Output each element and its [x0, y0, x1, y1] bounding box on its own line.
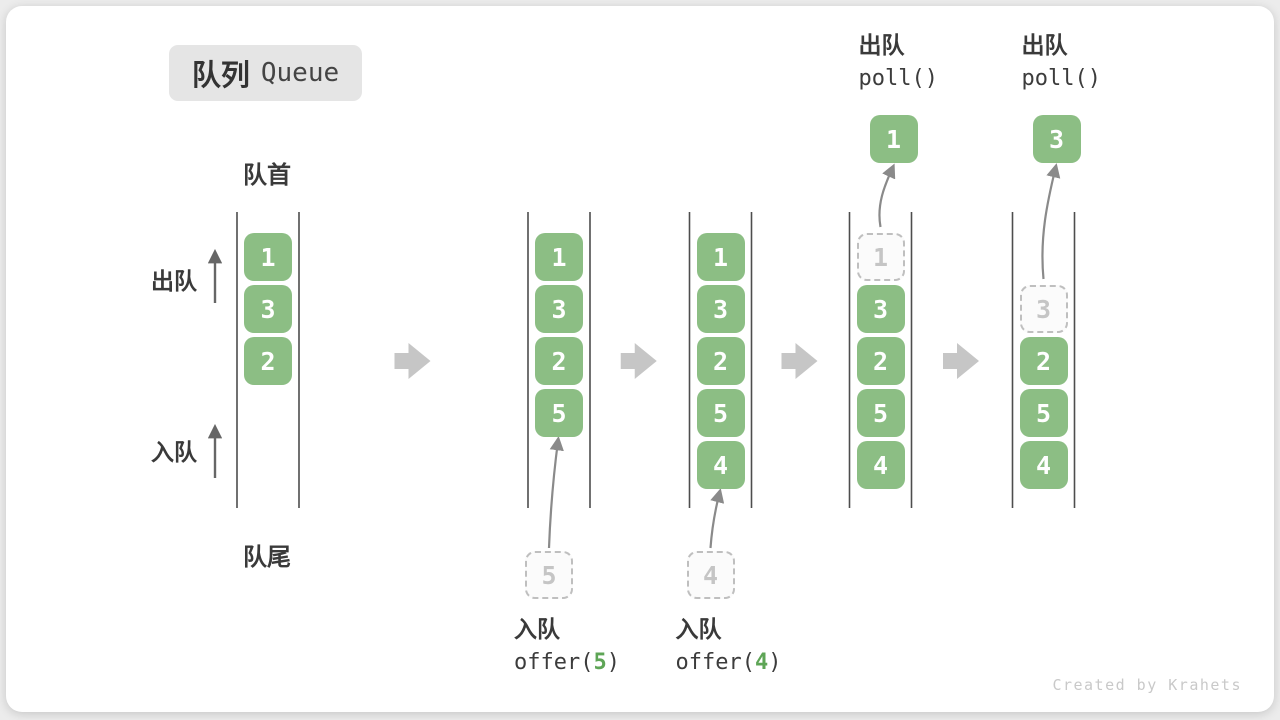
- label-dequeue: 出队: [151, 268, 197, 294]
- queue-element-box: 3: [535, 285, 583, 333]
- queue-element-box: 2: [535, 337, 583, 385]
- watermark: Created by Krahets: [1052, 676, 1242, 694]
- queue-element-box: 2: [696, 337, 745, 385]
- queue-element-box: 5: [696, 389, 745, 437]
- removed-element-box: 3: [1019, 285, 1068, 333]
- queue-element-box: 1: [244, 233, 292, 281]
- title-box: 队列 Queue: [169, 45, 362, 101]
- title-chinese: 队列: [191, 60, 250, 92]
- enqueue-action-label: 入队: [514, 616, 560, 642]
- label-queue-front: 队首: [243, 162, 291, 189]
- queue-element-box: 4: [856, 441, 905, 489]
- queue-element-box: 5: [535, 389, 583, 437]
- enqueue-code: offer(4): [675, 650, 782, 675]
- queue-element-box: 5: [856, 389, 905, 437]
- queue-element-box: 3: [856, 285, 905, 333]
- dequeued-element-box: 3: [1032, 115, 1081, 163]
- label-queue-rear: 队尾: [243, 544, 291, 571]
- dequeue-annotation: 出队 poll(): [859, 28, 938, 96]
- dequeued-element-box: 1: [869, 115, 918, 163]
- dequeue-code: poll(): [1021, 66, 1101, 91]
- queue-element-box: 2: [1019, 337, 1068, 385]
- label-enqueue: 入队: [151, 439, 197, 465]
- enqueue-annotation: 入队 offer(5): [514, 612, 620, 680]
- pending-element-box: 5: [525, 551, 573, 599]
- queue-element-box: 3: [244, 285, 292, 333]
- queue-element-box: 2: [244, 337, 292, 385]
- dequeue-code: poll(): [858, 66, 938, 91]
- queue-element-box: 4: [1019, 441, 1068, 489]
- enqueue-code: offer(5): [514, 650, 620, 675]
- title-english: Queue: [260, 58, 340, 88]
- dequeue-annotation: 出队 poll(): [1022, 28, 1101, 96]
- removed-element-box: 1: [856, 233, 905, 281]
- dequeue-action-label: 出队: [1021, 32, 1068, 58]
- pending-element-box: 4: [686, 551, 735, 599]
- enqueue-annotation: 入队 offer(4): [676, 612, 782, 680]
- queue-element-box: 3: [696, 285, 745, 333]
- queue-element-box: 4: [696, 441, 745, 489]
- queue-element-box: 1: [696, 233, 745, 281]
- enqueue-action-label: 入队: [675, 616, 722, 642]
- queue-element-box: 1: [535, 233, 583, 281]
- dequeue-action-label: 出队: [858, 32, 905, 58]
- queue-element-box: 5: [1019, 389, 1068, 437]
- queue-element-box: 2: [856, 337, 905, 385]
